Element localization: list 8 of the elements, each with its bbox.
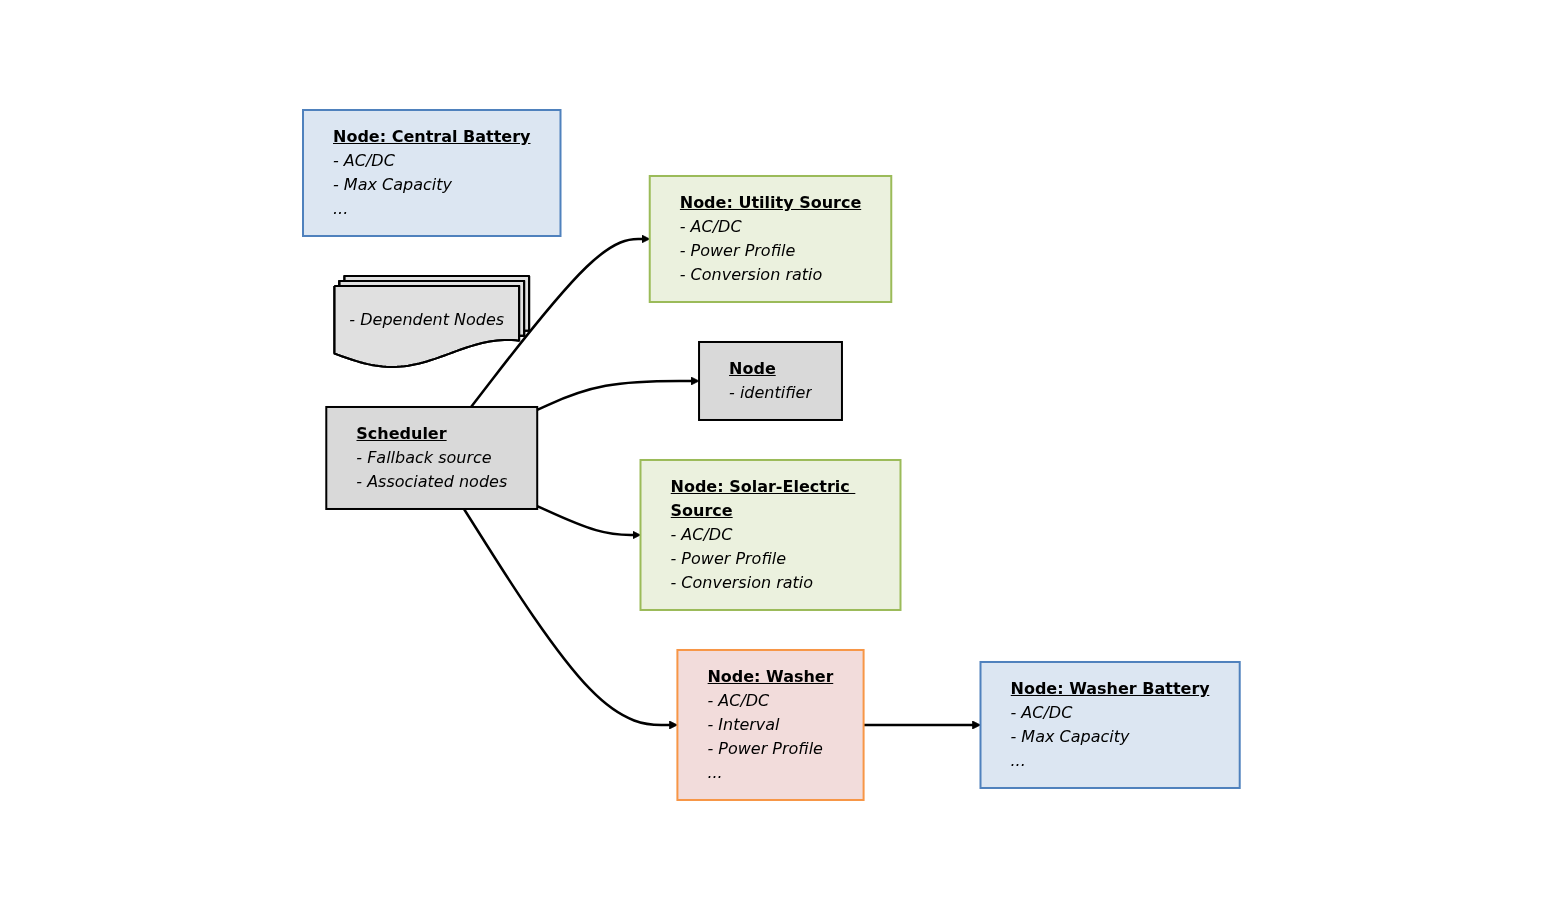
node-box: Node: Utility Source - AC/DC - Power Profile - Conversion ratio bbox=[648, 174, 893, 303]
node-box: Node: Central Battery - AC/DC - Max Capacity ... bbox=[302, 108, 562, 237]
node-box: Node: Solar-Electric Source - AC/DC - Power Profile - Conversion ratio bbox=[639, 458, 902, 611]
node-box: Node - identifier bbox=[698, 340, 844, 421]
node-box: Node: Washer Battery - AC/DC - Max Capacity ... bbox=[979, 660, 1241, 789]
node-box: Scheduler - Fallback source - Associated nodes bbox=[325, 405, 539, 510]
node-box: Node: Washer - AC/DC - Interval - Power Profile ... bbox=[676, 648, 865, 801]
arrow bbox=[463, 507, 678, 729]
